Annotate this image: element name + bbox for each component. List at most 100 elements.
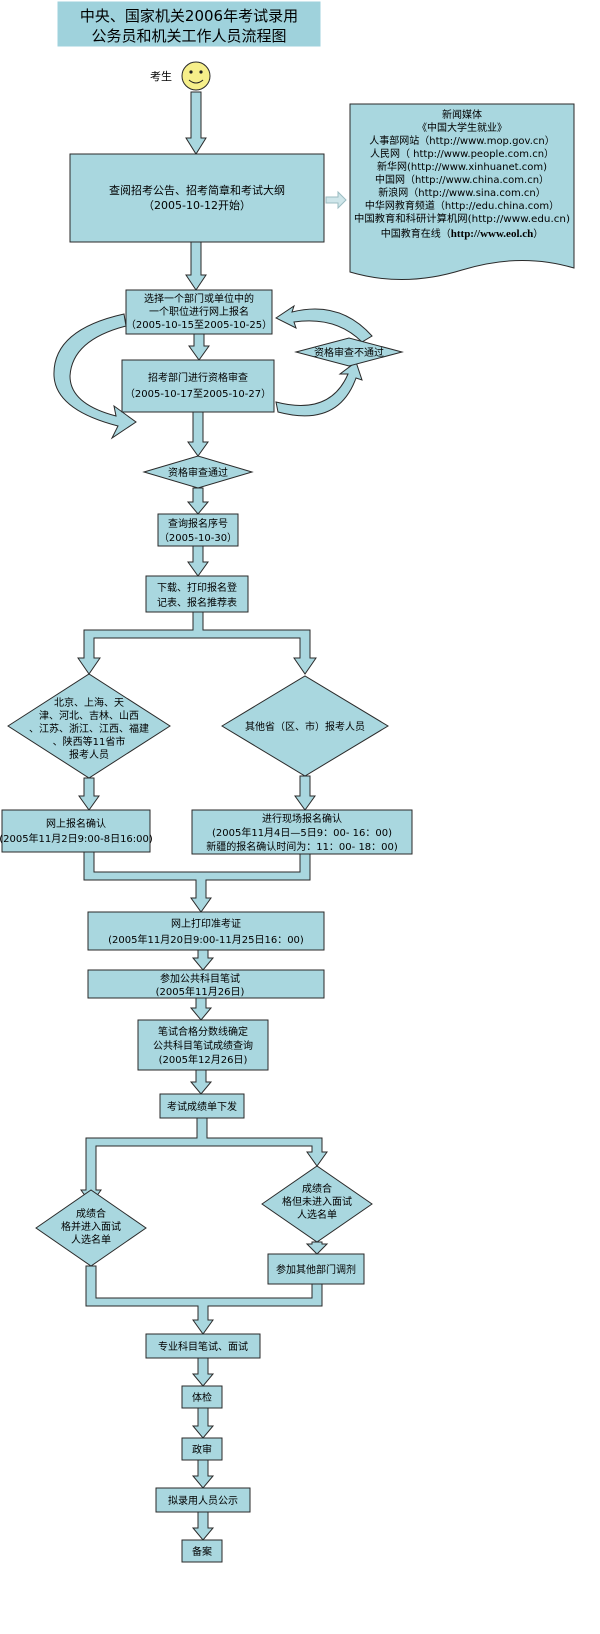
branch-pipe-2 bbox=[80, 1117, 328, 1205]
step-interview: 专业科目笔试、面试 bbox=[145, 1333, 261, 1359]
step-publicity: 拟录用人员公示 bbox=[155, 1487, 251, 1513]
loop-arrow-right-bottom bbox=[275, 361, 363, 417]
branch-pipe-1 bbox=[77, 611, 317, 675]
arrow-query-download bbox=[187, 545, 209, 577]
decision-review-pass: 资格审查通过 bbox=[142, 455, 254, 489]
svg-text:政审: 政审 bbox=[192, 1443, 212, 1456]
svg-text:记表、报名推荐表: 记表、报名推荐表 bbox=[157, 596, 237, 609]
media-line-5: 中国网（http://www.china.com.cn） bbox=[375, 173, 549, 186]
svg-text:津、河北、吉林、山西: 津、河北、吉林、山西 bbox=[39, 709, 139, 722]
step-online-confirm: 网上报名确认 (2005年11月2日9:00-8日16:00) bbox=[0, 809, 153, 853]
svg-text:格并进入面试: 格并进入面试 bbox=[61, 1220, 121, 1233]
media-line-9: 中国教育在线（http://www.eol.ch） bbox=[381, 227, 544, 240]
arrow-physical-political bbox=[191, 1407, 215, 1439]
arrow-publicity-record bbox=[191, 1511, 215, 1541]
svg-text:网上报名确认: 网上报名确认 bbox=[46, 817, 106, 830]
svg-text:(2005年11月2日9:00-8日16:00): (2005年11月2日9:00-8日16:00) bbox=[0, 832, 153, 845]
decision-other-provinces: 其他省（区、市）报考人员 bbox=[221, 675, 389, 777]
media-line-2: 人事部网站（http://www.mop.gov.cn） bbox=[369, 134, 554, 147]
media-line-7: 中华网教育频道（http://edu.china.com） bbox=[365, 199, 559, 212]
svg-text:（2005-10-17至2005-10-27）: （2005-10-17至2005-10-27） bbox=[125, 388, 271, 400]
svg-text:(2005年11月26日): (2005年11月26日) bbox=[156, 985, 245, 998]
start-node: 考生 bbox=[150, 61, 211, 91]
svg-text:、陕西等11省市: 、陕西等11省市 bbox=[53, 735, 126, 748]
svg-text:查阅招考公告、招考简章和考试大纲: 查阅招考公告、招考简章和考试大纲 bbox=[109, 183, 285, 197]
svg-text:人选名单: 人选名单 bbox=[71, 1233, 111, 1246]
title-block: 中央、国家机关2006年考试录用 公务员和机关工作人员流程图 bbox=[57, 1, 321, 47]
svg-text:招考部门进行资格审查: 招考部门进行资格审查 bbox=[148, 371, 248, 384]
step-score: 笔试合格分数线确定 公共科目笔试成绩查询 (2005年12月26日) bbox=[137, 1019, 269, 1071]
svg-text:下载、打印报名登: 下载、打印报名登 bbox=[157, 581, 237, 594]
arrow-other-onsite bbox=[294, 775, 316, 811]
svg-text:备案: 备案 bbox=[192, 1545, 212, 1558]
svg-text:、江苏、浙江、江西、福建: 、江苏、浙江、江西、福建 bbox=[29, 722, 149, 735]
step-query: 查询报名序号 （2005-10-30） bbox=[157, 513, 239, 547]
step-review: 招考部门进行资格审查 （2005-10-17至2005-10-27） bbox=[121, 359, 275, 413]
arrow-notenter-adjust bbox=[305, 1241, 329, 1255]
start-label: 考生 bbox=[150, 69, 172, 83]
arrow-announce-register bbox=[185, 241, 207, 291]
media-line-0: 新闻媒体 bbox=[442, 108, 482, 121]
svg-text:网上打印准考证: 网上打印准考证 bbox=[171, 917, 241, 930]
step-announce: 查阅招考公告、招考简章和考试大纲 （2005-10-12开始） bbox=[69, 153, 325, 243]
step-record: 备案 bbox=[181, 1539, 223, 1563]
svg-text:报考人员: 报考人员 bbox=[69, 748, 109, 761]
svg-text:(2005年11月4日—5日9：00- 16：00): (2005年11月4日—5日9：00- 16：00) bbox=[212, 826, 392, 839]
arrow-political-publicity bbox=[191, 1459, 215, 1489]
svg-text:笔试合格分数线确定: 笔试合格分数线确定 bbox=[158, 1025, 248, 1038]
media-line-3: 人民网（ http://www.people.com.cn） bbox=[370, 148, 554, 160]
arrow-review-pass bbox=[187, 411, 209, 457]
svg-text:拟录用人员公示: 拟录用人员公示 bbox=[168, 1494, 238, 1507]
svg-text:（2005-10-12开始）: （2005-10-12开始） bbox=[143, 198, 251, 212]
step-physical: 体检 bbox=[181, 1385, 223, 1409]
svg-text:（2005-10-30）: （2005-10-30） bbox=[159, 532, 237, 544]
svg-text:专业科目笔试、面试: 专业科目笔试、面试 bbox=[158, 1340, 248, 1353]
step-onsite-confirm: 进行现场报名确认 (2005年11月4日—5日9：00- 16：00) 新疆的报… bbox=[191, 809, 413, 855]
arrow-start-announce bbox=[185, 91, 207, 155]
svg-text:(2005年11月20日9:00-11月25日16：00): (2005年11月20日9:00-11月25日16：00) bbox=[108, 933, 304, 946]
svg-text:格但未进入面试: 格但未进入面试 bbox=[282, 1195, 352, 1208]
svg-text:(2005年12月26日): (2005年12月26日) bbox=[159, 1053, 248, 1066]
decision-review-fail: 资格审查不通过 bbox=[294, 337, 404, 367]
step-register: 选择一个部门或单位中的 一个职位进行网上报名 （2005-10-15至2005-… bbox=[125, 289, 273, 335]
media-line-8: 中国教育和科研计算机网(http://www.edu.cn) bbox=[354, 212, 570, 225]
arrow-interview-physical bbox=[191, 1357, 215, 1387]
loop-arrow-left bbox=[53, 313, 137, 440]
svg-text:参加公共科目笔试: 参加公共科目笔试 bbox=[160, 972, 240, 985]
svg-text:选择一个部门或单位中的: 选择一个部门或单位中的 bbox=[144, 292, 254, 305]
media-line-6: 新浪网（http://www.sina.com.cn） bbox=[378, 186, 545, 199]
arrow-pass-query bbox=[186, 487, 210, 515]
svg-text:一个职位进行网上报名: 一个职位进行网上报名 bbox=[149, 305, 249, 318]
decision-enter-interview: 成绩合 格并进入面试 人选名单 bbox=[35, 1189, 147, 1267]
svg-text:进行现场报名确认: 进行现场报名确认 bbox=[262, 812, 342, 825]
step-download: 下载、打印报名登 记表、报名推荐表 bbox=[145, 575, 249, 613]
arrow-exam-score bbox=[189, 997, 213, 1021]
arrow-announce-media bbox=[325, 190, 347, 210]
step-adjust: 参加其他部门调剂 bbox=[267, 1253, 365, 1285]
arrow-score-result bbox=[189, 1069, 213, 1095]
arrow-print-exam bbox=[191, 949, 215, 971]
step-political: 政审 bbox=[181, 1437, 223, 1461]
title-line-1: 中央、国家机关2006年考试录用 bbox=[80, 7, 298, 25]
svg-text:其他省（区、市）报考人员: 其他省（区、市）报考人员 bbox=[245, 720, 365, 733]
media-line-4: 新华网(http://www.xinhuanet.com) bbox=[377, 160, 547, 173]
step-print-ticket: 网上打印准考证 (2005年11月20日9:00-11月25日16：00) bbox=[87, 911, 325, 951]
decision-not-enter-interview: 成绩合 格但未进入面试 人选名单 bbox=[261, 1165, 373, 1243]
step-exam: 参加公共科目笔试 (2005年11月26日) bbox=[87, 969, 325, 999]
media-line-1: 《中国大学生就业》 bbox=[417, 121, 507, 134]
smiley-icon bbox=[181, 61, 211, 91]
title-line-2: 公务员和机关工作人员流程图 bbox=[91, 27, 286, 45]
decision-region-11: 北京、上海、天 津、河北、吉林、山西 、江苏、浙江、江西、福建 、陕西等11省市… bbox=[7, 673, 171, 779]
arrow-register-review bbox=[188, 333, 210, 361]
svg-text:资格审查通过: 资格审查通过 bbox=[168, 466, 228, 479]
svg-text:资格审查不通过: 资格审查不通过 bbox=[314, 346, 384, 359]
svg-text:北京、上海、天: 北京、上海、天 bbox=[54, 696, 124, 709]
loop-arrow-right-top bbox=[275, 304, 373, 343]
svg-text:成绩合: 成绩合 bbox=[76, 1207, 106, 1220]
svg-text:公共科目笔试成绩查询: 公共科目笔试成绩查询 bbox=[153, 1039, 253, 1052]
step-result: 考试成绩单下发 bbox=[159, 1093, 245, 1119]
svg-text:参加其他部门调剂: 参加其他部门调剂 bbox=[276, 1263, 356, 1276]
merge-pipe-2 bbox=[85, 1265, 323, 1335]
merge-pipe-1 bbox=[83, 851, 311, 913]
